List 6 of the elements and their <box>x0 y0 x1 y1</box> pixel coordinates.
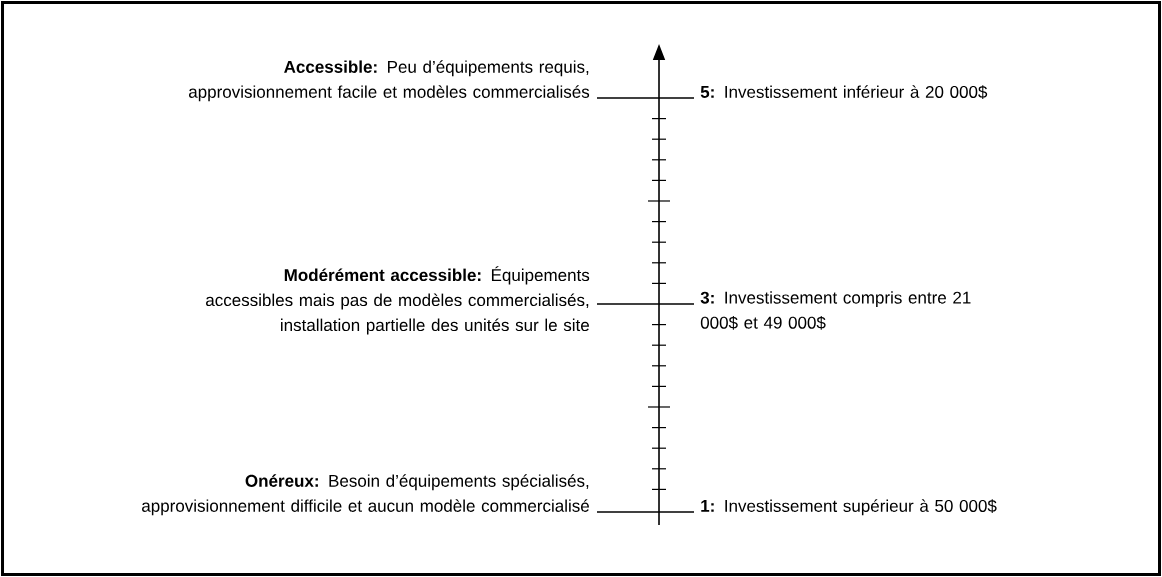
scale-label: Accessible: Peu d’équipements requis, approvisionnement facile et modèles commercialisés <box>188 60 590 102</box>
scale-label: Modérément accessible: Équipements accessibles mais pas de modèles commercialisés, installation partielle des unités sur le site <box>206 266 590 335</box>
scale-label: Onéreux: Besoin d’équipements spécialisés, approvisionnement difficile et aucun modèle commercialisé <box>142 474 589 516</box>
scale-label: 1: Investissement supérieur à 50 000$ <box>701 499 997 516</box>
scale-label: 3: Investissement compris entre 21 000$ et 49 000$ <box>700 291 971 330</box>
scale-label: 5: Investissement inférieur à 20 000$ <box>700 85 988 99</box>
